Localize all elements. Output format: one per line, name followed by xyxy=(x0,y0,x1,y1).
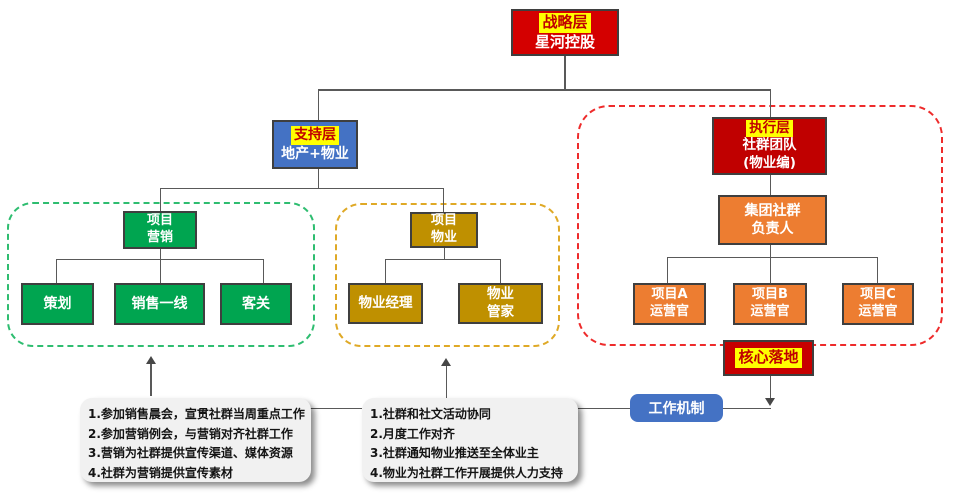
support-name: 地产+物业 xyxy=(281,145,349,162)
connector-line xyxy=(159,187,444,189)
property-note-line: 3.社群通知物业推送至全体业主 xyxy=(370,446,539,460)
property-note-line: 1.社群和社文活动协同 xyxy=(370,407,491,421)
support-tag: 支持层 xyxy=(291,126,339,145)
arrow-up-icon xyxy=(146,356,156,364)
marketing-note: 1.参加销售晨会，宣贯社群当周重点工作 2.参加营销例会，与营销对齐社群工作 3… xyxy=(80,398,311,482)
property-steward-line1: 物业 xyxy=(487,285,514,302)
connector-line xyxy=(769,376,771,399)
connector-line xyxy=(262,258,264,284)
marketing-note-line: 2.参加营销例会，与营销对齐社群工作 xyxy=(88,426,293,441)
connector-line xyxy=(499,258,501,284)
connector-line xyxy=(723,407,771,409)
connector-line xyxy=(578,407,630,409)
connector-line xyxy=(666,256,878,258)
connector-line xyxy=(384,258,501,260)
project-c-line1: 项目C xyxy=(860,287,896,303)
project-a-operator-box: 项目A 运营官 xyxy=(633,283,706,325)
marketing-note-line: 1.参加销售晨会，宣贯社群当周重点工作 xyxy=(88,407,305,421)
connector-line xyxy=(769,245,771,257)
execution-tag: 执行层 xyxy=(746,119,793,138)
community-leader-line2: 负责人 xyxy=(751,221,794,237)
project-b-line2: 运营官 xyxy=(750,304,790,319)
property-note-line: 2.月度工作对齐 xyxy=(370,426,455,441)
connector-line xyxy=(443,248,445,259)
support-box: 支持层 地产+物业 xyxy=(272,120,358,169)
arrow-up-icon xyxy=(441,358,451,366)
project-b-operator-box: 项目B 运营官 xyxy=(733,283,807,325)
core-landing-label: 核心落地 xyxy=(735,348,802,368)
connector-line xyxy=(384,258,386,284)
execution-box: 执行层 社群团队 (物业编) xyxy=(712,117,827,175)
work-mechanism-label: 工作机制 xyxy=(648,401,705,417)
customer-relations-box: 客关 xyxy=(220,283,292,325)
project-marketing-line2: 营销 xyxy=(146,230,173,245)
project-property-line1: 项目 xyxy=(430,213,457,229)
connector-line xyxy=(150,362,152,396)
connector-line xyxy=(317,169,319,188)
connector-line xyxy=(564,56,566,90)
arrow-down-icon xyxy=(765,398,775,406)
connector-line xyxy=(159,249,161,259)
planning-box: 策划 xyxy=(21,283,94,325)
connector-line xyxy=(442,187,444,213)
connector-line xyxy=(310,407,362,409)
project-a-line1: 项目A xyxy=(651,287,688,303)
project-property-box: 项目 物业 xyxy=(410,212,478,248)
project-property-line2: 物业 xyxy=(430,230,457,245)
core-landing-box: 核心落地 xyxy=(723,340,814,376)
property-group-frame xyxy=(335,203,560,347)
sales-frontline-label: 销售一线 xyxy=(131,295,188,312)
property-manager-box: 物业经理 xyxy=(348,283,423,324)
strategic-tag: 战略层 xyxy=(539,13,591,33)
connector-line xyxy=(876,256,878,284)
marketing-group-frame xyxy=(7,202,315,347)
community-leader-line1: 集团社群 xyxy=(744,202,801,219)
project-c-operator-box: 项目C 运营官 xyxy=(842,283,914,325)
property-steward-line2: 管家 xyxy=(487,303,514,320)
connector-line xyxy=(769,175,771,195)
project-a-line2: 运营官 xyxy=(649,304,689,319)
project-marketing-line1: 项目 xyxy=(146,213,173,229)
connector-line xyxy=(317,89,771,91)
project-c-line2: 运营官 xyxy=(858,304,898,319)
work-mechanism-button: 工作机制 xyxy=(630,394,723,422)
planning-label: 策划 xyxy=(43,295,72,312)
connector-line xyxy=(666,256,668,284)
project-b-line1: 项目B xyxy=(752,287,788,303)
execution-note: (物业编) xyxy=(743,154,796,171)
project-marketing-box: 项目 营销 xyxy=(123,211,197,249)
marketing-note-line: 4.社群为营销提供宣传素材 xyxy=(88,465,233,480)
execution-name: 社群团队 xyxy=(742,137,797,154)
connector-line xyxy=(317,89,319,120)
property-note: 1.社群和社文活动协同 2.月度工作对齐 3.社群通知物业推送至全体业主 4.物… xyxy=(362,398,578,482)
property-note-line: 4.物业为社群工作开展提供人力支持 xyxy=(370,465,563,480)
marketing-note-line: 3.营销为社群提供宣传渠道、媒体资源 xyxy=(88,446,293,460)
property-steward-box: 物业 管家 xyxy=(458,283,543,324)
connector-line xyxy=(445,364,447,398)
connector-line xyxy=(769,256,771,284)
customer-relations-label: 客关 xyxy=(242,295,270,312)
connector-line xyxy=(55,258,57,284)
sales-frontline-box: 销售一线 xyxy=(114,283,205,325)
strategic-name: 星河控股 xyxy=(534,32,595,51)
connector-line xyxy=(159,258,161,284)
property-manager-label: 物业经理 xyxy=(358,294,413,311)
group-community-leader-box: 集团社群 负责人 xyxy=(718,195,827,245)
connector-line xyxy=(769,89,771,117)
strategic-box: 战略层 星河控股 xyxy=(511,9,619,56)
connector-line xyxy=(159,187,161,212)
